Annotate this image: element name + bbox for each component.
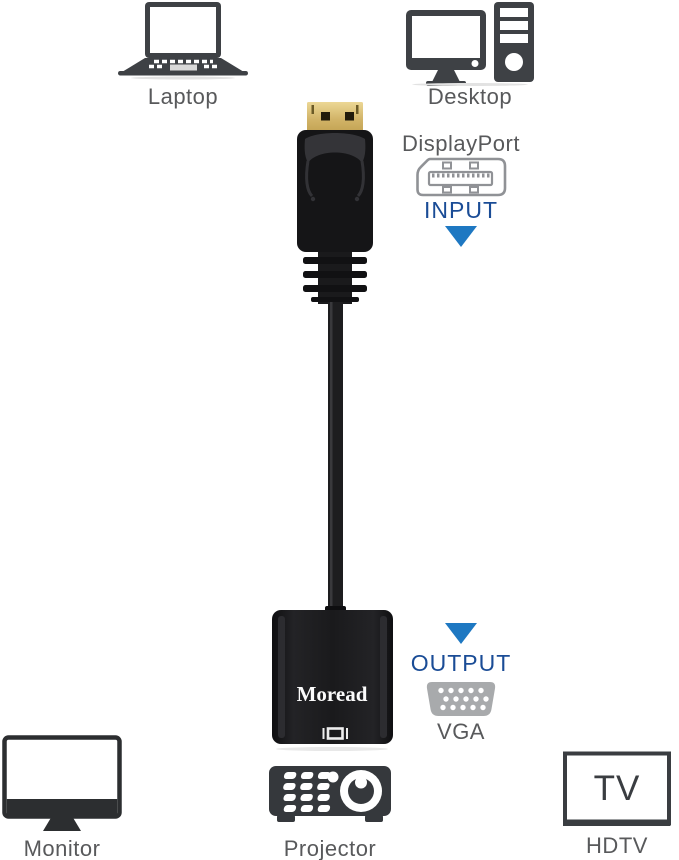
input-arrow-icon (445, 226, 477, 247)
desktop-label: Desktop (427, 84, 513, 109)
desktop-icon (406, 2, 534, 86)
vga-label: VGA (437, 719, 485, 744)
dp-plug-housing (297, 130, 373, 252)
monitor-icon (2, 735, 122, 831)
laptop-icon (118, 2, 248, 80)
laptop-label: Laptop (147, 84, 219, 109)
tv-screen-text: TV (594, 769, 641, 808)
output-arrow-icon (445, 623, 477, 644)
brand-logo-text: Moread (297, 682, 368, 706)
hdtv-label: HDTV (586, 833, 648, 858)
input-label: INPUT (424, 197, 498, 223)
tv-icon: TV (563, 751, 671, 826)
projector-label: Projector (283, 836, 377, 860)
displayport-connector-icon (416, 157, 507, 197)
projector-icon (269, 766, 391, 822)
monitor-label: Monitor (23, 836, 101, 860)
output-label: OUTPUT (410, 650, 512, 676)
dp-gold-plug (307, 102, 363, 133)
vga-connector-icon (426, 682, 496, 716)
adapter-product-image: Moread (272, 102, 393, 751)
displayport-label: DisplayPort (402, 131, 520, 156)
vga-adapter-housing (272, 610, 393, 744)
